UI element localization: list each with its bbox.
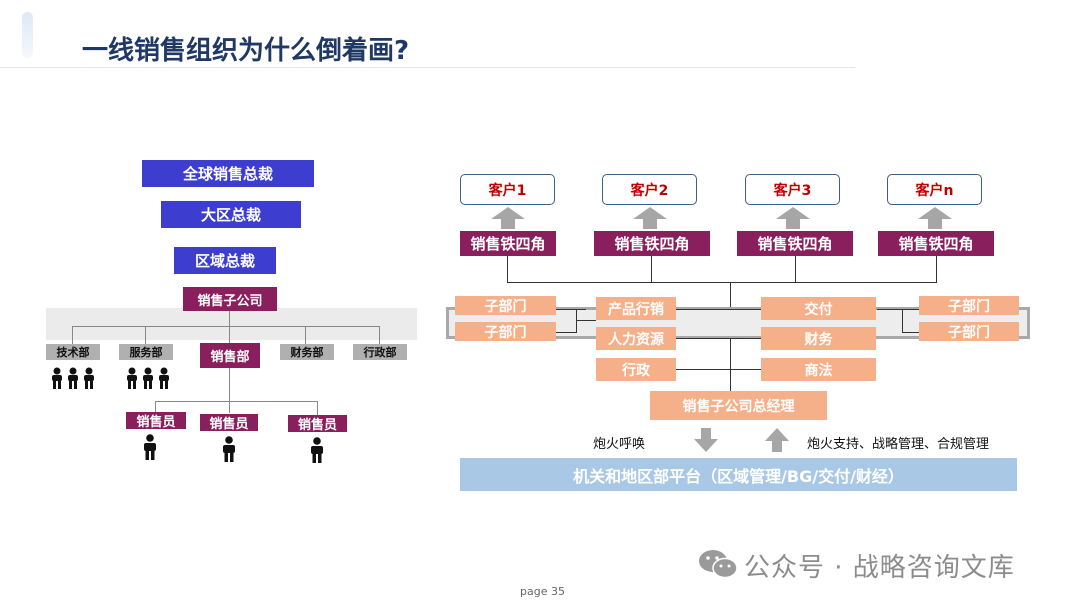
title-accent-bar: [22, 12, 33, 58]
subsidiary-general-manager: 销售子公司总经理: [650, 391, 827, 420]
connector-line: [379, 326, 380, 345]
sales-subsidiary-box: 销售子公司: [183, 287, 277, 311]
dept-tech: 技术部: [46, 344, 100, 360]
person-icon: [223, 436, 235, 462]
title-divider: [0, 67, 855, 68]
dept-sales: 销售部: [200, 343, 260, 368]
salesperson-2: 销售员: [200, 414, 258, 432]
page-number: page 35: [520, 585, 565, 598]
iron-triangle-4: 销售铁四角: [878, 231, 994, 256]
connector-line: [556, 332, 577, 333]
func-admin: 行政: [596, 358, 676, 381]
platform-bar: 机关和地区部平台（区域管理/BG/交付/财经）: [460, 458, 1017, 491]
connector-line: [902, 332, 919, 333]
customer-3: 客户3: [745, 174, 840, 205]
customer-1: 客户1: [460, 174, 555, 205]
connector-line: [902, 309, 903, 332]
call-label: 炮火呼唤: [593, 437, 646, 452]
sub-dept-left-1: 子部门: [455, 296, 556, 315]
connector-line: [229, 326, 230, 345]
support-label: 炮火支持、战略管理、合规管理: [807, 437, 990, 452]
people-group-icon: [127, 367, 169, 389]
dept-finance: 财务部: [280, 344, 334, 360]
connector-line: [556, 309, 586, 310]
watermark-text: 公众号 · 战略咨询文库: [744, 553, 1015, 583]
customer-n: 客户n: [887, 174, 982, 205]
connector-line: [305, 326, 306, 345]
connector-line: [651, 256, 652, 282]
salesperson-3: 销售员: [288, 415, 347, 433]
connector-line: [155, 401, 318, 402]
connector-line: [576, 320, 596, 321]
arrow-up-icon: [491, 207, 525, 229]
connector-line: [229, 401, 230, 413]
func-hr: 人力资源: [596, 327, 676, 350]
salesperson-1: 销售员: [126, 412, 186, 430]
func-finance: 财务: [761, 327, 876, 350]
connector-line: [229, 311, 230, 326]
person-icon: [311, 437, 323, 463]
iron-triangle-3: 销售铁四角: [737, 231, 853, 256]
arrow-up-icon: [633, 207, 667, 229]
customer-2: 客户2: [602, 174, 697, 205]
connector-line: [155, 401, 156, 412]
func-product-marketing: 产品行销: [596, 297, 676, 320]
level-global-president: 全球销售总裁: [142, 160, 314, 187]
sub-dept-right-1: 子部门: [919, 296, 1019, 315]
level-region-president: 大区总裁: [161, 201, 301, 228]
connector-line: [72, 326, 73, 345]
iron-triangle-2: 销售铁四角: [594, 231, 710, 256]
people-group-icon: [52, 367, 94, 389]
connector-line: [676, 309, 761, 310]
connector-line: [676, 338, 761, 339]
connector-line: [229, 368, 230, 401]
connector-line: [145, 326, 146, 345]
iron-triangle-1: 销售铁四角: [460, 231, 556, 256]
arrow-up-icon: [776, 207, 810, 229]
dept-service: 服务部: [119, 344, 173, 360]
connector-line: [317, 401, 318, 415]
connector-line: [507, 282, 937, 283]
func-legal: 商法: [761, 358, 876, 381]
func-delivery: 交付: [761, 297, 876, 320]
arrow-down-icon: [694, 428, 718, 452]
page-title: 一线销售组织为什么倒着画?: [82, 36, 410, 66]
connector-line: [877, 309, 919, 310]
level-area-president: 区域总裁: [174, 247, 276, 274]
sub-dept-left-2: 子部门: [455, 322, 556, 341]
connector-line: [72, 326, 380, 327]
arrow-up-icon: [918, 207, 952, 229]
dept-admin: 行政部: [353, 344, 407, 360]
arrow-up-icon: [765, 428, 789, 452]
connector-line: [676, 369, 761, 370]
connector-line: [936, 256, 937, 282]
connector-line: [507, 256, 508, 282]
connector-line: [795, 256, 796, 282]
wechat-icon: [699, 550, 738, 579]
sub-dept-right-2: 子部门: [919, 322, 1019, 341]
person-icon: [144, 434, 156, 460]
department-band: [46, 308, 417, 340]
